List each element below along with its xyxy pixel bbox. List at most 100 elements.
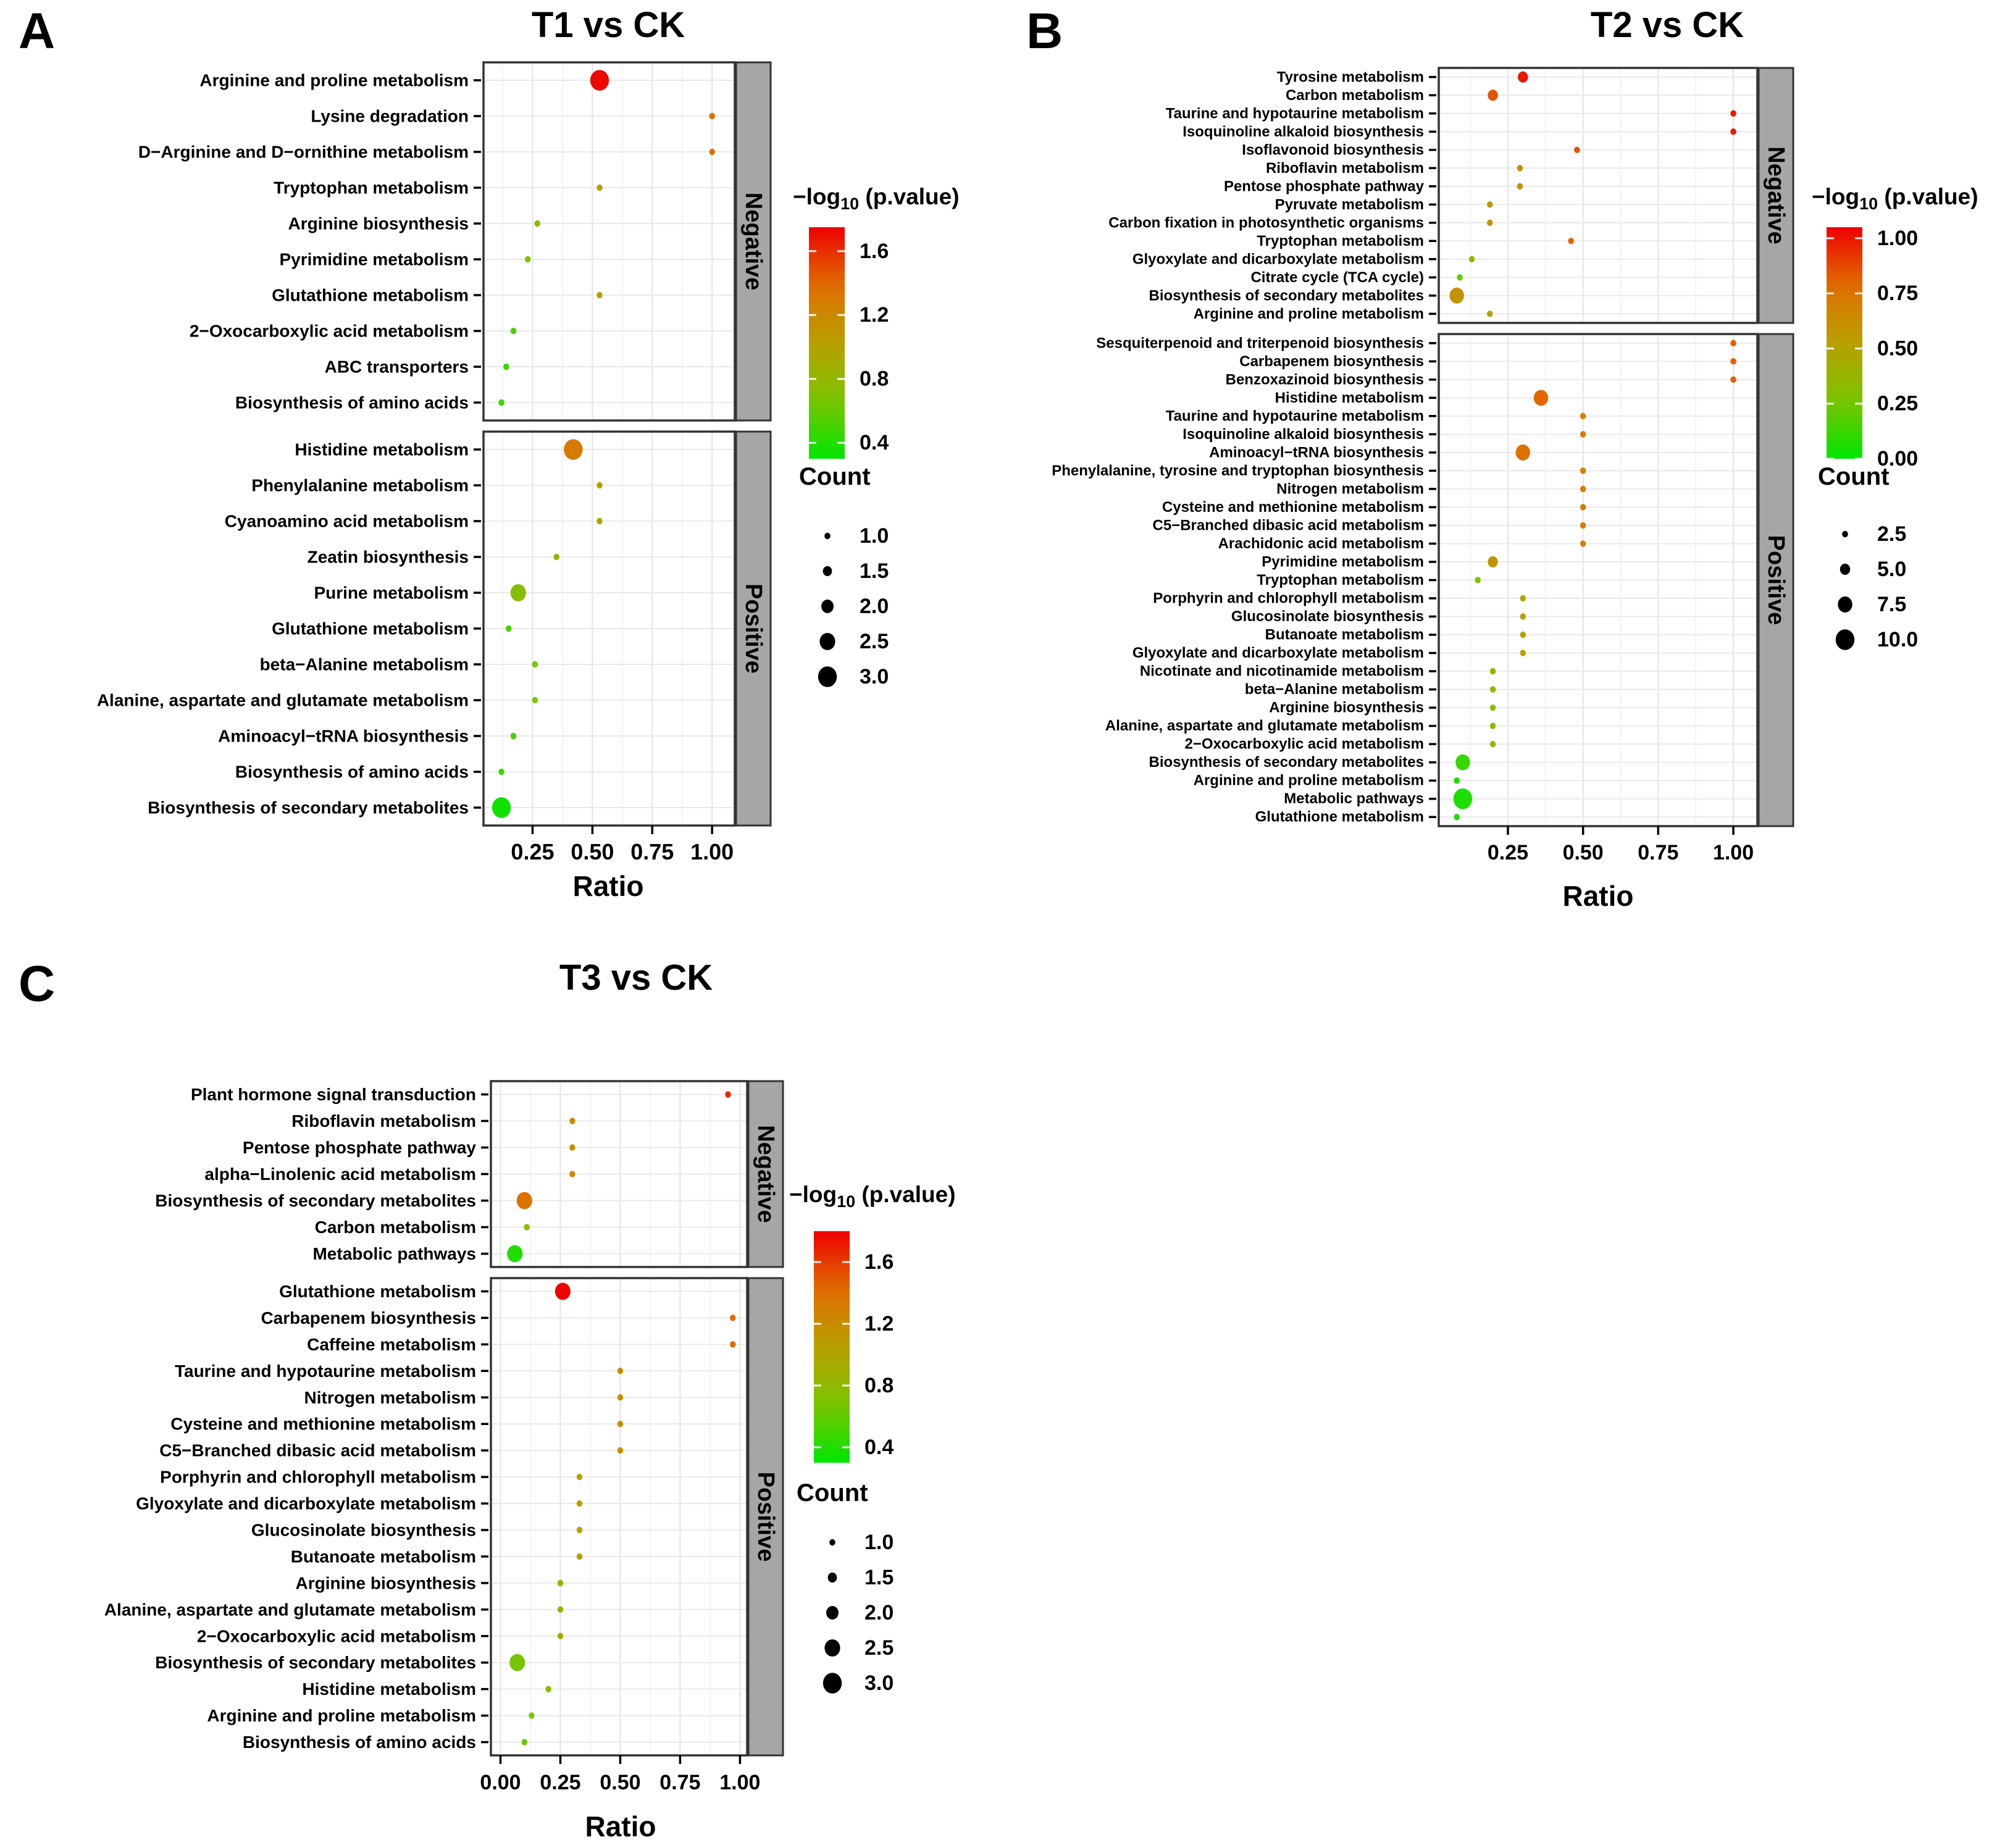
- dots-group: [498, 70, 715, 406]
- y-axis-label: Glyoxylate and dicarboxylate metabolism: [1132, 251, 1424, 267]
- y-axis-label: Arginine and proline metabolism: [207, 1706, 476, 1725]
- y-axis-label: Alanine, aspartate and glutamate metabol…: [97, 691, 469, 710]
- data-point: [1730, 358, 1736, 365]
- bubble-plot-c: Plant hormone signal transductionRibofla…: [104, 1080, 894, 1794]
- y-axis-label: Tryptophan metabolism: [1257, 233, 1424, 249]
- y-axis-label: Benzoxazinoid biosynthesis: [1226, 371, 1424, 388]
- facet-negative: [490, 1080, 748, 1268]
- panel-title-b: T2 vs CK: [1590, 5, 1744, 45]
- y-axis-label: Butanoate metabolism: [1265, 627, 1424, 643]
- data-point: [1488, 556, 1498, 568]
- colorbar-tick-label: 1.6: [860, 240, 889, 263]
- count-legend-label: 3.0: [864, 1671, 894, 1695]
- facet-negative: [482, 61, 736, 422]
- count-legend-label: 2.0: [860, 595, 889, 618]
- y-axis-label: Biosynthesis of amino acids: [235, 393, 469, 412]
- x-axis-title-a: Ratio: [572, 870, 644, 902]
- count-legend-symbol: [823, 1673, 842, 1694]
- colorbar-tick-label: 0.25: [1877, 392, 1918, 416]
- count-legend-symbol: [826, 1605, 839, 1620]
- x-axis-tick-label: 0.75: [659, 1771, 700, 1794]
- colorbar-tick-label: 0.8: [860, 367, 889, 391]
- panel-title-c: T3 vs CK: [559, 958, 713, 998]
- y-axis-label: Carbapenem biosynthesis: [1239, 353, 1424, 370]
- facet-strip: [735, 430, 772, 827]
- facet-positive: [490, 1277, 748, 1757]
- y-axis-label: Biosynthesis of amino acids: [235, 763, 469, 782]
- count-legend-label: 2.0: [864, 1601, 894, 1624]
- count-legend-symbol: [1842, 530, 1848, 538]
- dots-group: [509, 1282, 736, 1746]
- y-axis-label: Aminoacyl−tRNA biosynthesis: [1209, 444, 1424, 461]
- data-point: [509, 1654, 525, 1671]
- y-axis-label: Glyoxylate and dicarboxylate metabolism: [136, 1494, 476, 1513]
- facet-strip: [735, 61, 772, 422]
- y-axis-label: C5−Branched dibasic acid metabolism: [1153, 517, 1425, 533]
- colorbar-tick-label: 1.00: [1877, 227, 1918, 250]
- x-axis-tick-label: 1.00: [1713, 841, 1754, 864]
- y-axis-label: Tryptophan metabolism: [1257, 572, 1424, 588]
- colorbar-tick-label: 1.6: [864, 1250, 894, 1274]
- y-axis-label: Alanine, aspartate and glutamate metabol…: [1105, 717, 1424, 734]
- data-point: [617, 1447, 624, 1454]
- count-legend-symbol: [829, 1539, 835, 1546]
- data-point: [1580, 485, 1586, 493]
- x-axis-tick-label: 0.50: [600, 1771, 640, 1794]
- x-axis-title-b: Ratio: [1562, 880, 1634, 912]
- panel-letter-c: C: [19, 956, 56, 1012]
- y-axis-label: Histidine metabolism: [1275, 390, 1424, 406]
- y-axis-label: Citrate cycle (TCA cycle): [1250, 269, 1424, 286]
- data-point: [1487, 219, 1493, 226]
- dots-group: [492, 439, 603, 818]
- data-point: [576, 1553, 583, 1560]
- y-axis-label: Taurine and hypotaurine metabolism: [175, 1361, 476, 1381]
- data-point: [557, 1633, 564, 1639]
- legend-title-text: (p.value): [855, 1182, 956, 1207]
- facet-strip: [1757, 333, 1794, 827]
- data-point: [1520, 613, 1526, 620]
- data-point: [1468, 256, 1475, 262]
- facet-strip-label: Positive: [753, 1472, 779, 1562]
- data-point: [596, 184, 603, 191]
- colorbar-tick-label: 0.50: [1877, 337, 1918, 360]
- y-axis-label: 2−Oxocarboxylic acid metabolism: [1184, 736, 1424, 753]
- y-axis-label: Purine metabolism: [314, 583, 469, 603]
- data-point: [553, 553, 559, 561]
- data-point: [576, 1500, 583, 1507]
- y-axis-label: Pyrimidine metabolism: [1262, 553, 1424, 570]
- count-legend-label: 1.0: [860, 524, 889, 548]
- y-axis-label: Lysine degradation: [311, 107, 469, 126]
- data-point: [1454, 813, 1460, 821]
- y-axis-label: Tryptophan metabolism: [274, 178, 469, 198]
- data-point: [524, 256, 531, 263]
- y-axis-label: Arginine and proline metabolism: [1194, 772, 1424, 789]
- colorbar: [814, 1231, 850, 1463]
- data-point: [1730, 376, 1736, 383]
- count-legend-symbol: [819, 633, 835, 650]
- panel-letter-b: B: [1026, 3, 1063, 59]
- y-axis-label: Isoquinoline alkaloid biosynthesis: [1182, 426, 1424, 443]
- y-axis-label: Biosynthesis of secondary metabolites: [1149, 754, 1424, 771]
- colorbar-tick-label: 1.2: [860, 303, 889, 327]
- count-legend-symbol: [1838, 596, 1852, 613]
- data-point: [617, 1420, 624, 1428]
- facet-border: [1438, 67, 1759, 324]
- count-legend-label: 1.5: [860, 559, 889, 583]
- y-axis-label: Cysteine and methionine metabolism: [170, 1415, 476, 1434]
- y-axis-label: Caffeine metabolism: [307, 1335, 476, 1354]
- facet-positive: [1438, 333, 1759, 827]
- color-legend-title-b: −log10 (p.value): [1812, 185, 1978, 212]
- y-axis-label: Isoquinoline alkaloid biosynthesis: [1182, 123, 1424, 140]
- y-axis-label: Arginine and proline metabolism: [1194, 306, 1424, 322]
- y-axis-label: Glutathione metabolism: [279, 1282, 476, 1301]
- data-point: [510, 327, 517, 335]
- count-legend-title-b: Count: [1818, 463, 1890, 490]
- y-axis-label: Aminoacyl−tRNA biosynthesis: [218, 727, 469, 746]
- y-axis-label: Metabolic pathways: [1284, 790, 1424, 807]
- y-axis-label: Riboflavin metabolism: [1266, 160, 1424, 177]
- data-point: [532, 696, 538, 704]
- x-axis-tick-label: 0.25: [511, 839, 554, 864]
- data-point: [1489, 686, 1496, 693]
- data-point: [1520, 650, 1526, 656]
